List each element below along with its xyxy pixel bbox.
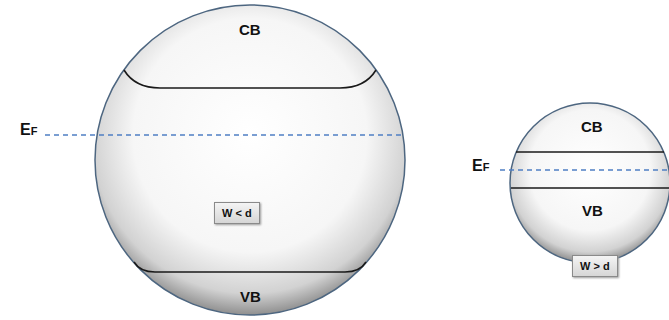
condition-box: W > d (572, 255, 618, 277)
conduction-band-edge (124, 70, 376, 88)
fermi-level-label: EF (472, 157, 489, 175)
band-label: VB (582, 203, 603, 220)
condition-text: W > d (580, 260, 610, 272)
band-label: CB (239, 22, 261, 39)
small-sphere (510, 103, 669, 263)
fermi-level-line (500, 169, 669, 170)
band-label: CB (581, 119, 603, 136)
fermi-level-line (45, 134, 402, 135)
fermi-level-label: EF (20, 121, 37, 139)
conduction-band-edge (516, 151, 664, 153)
large-sphere (95, 5, 405, 315)
band-label: VB (240, 289, 261, 306)
condition-box: W < d (214, 202, 260, 224)
valence-band-edge (511, 187, 669, 189)
condition-text: W < d (222, 207, 252, 219)
valence-band-edge (134, 262, 366, 272)
